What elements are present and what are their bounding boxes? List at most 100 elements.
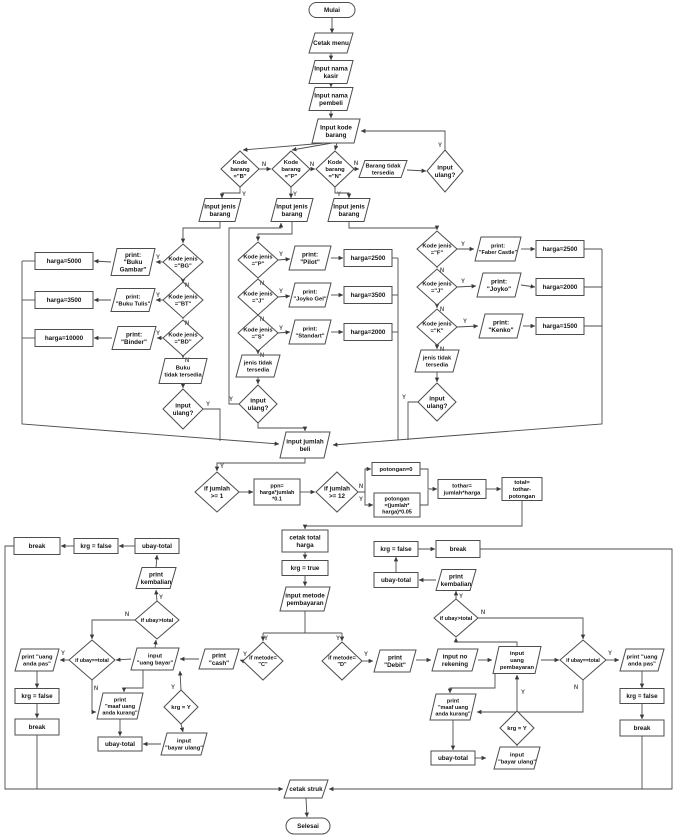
harga-3500-m-shape [343, 286, 393, 304]
cetak-menu-label: Cetak menu [313, 40, 349, 47]
krg-true-shape [281, 560, 329, 576]
print-cash-shape [198, 648, 240, 670]
kode-b-shape [220, 150, 260, 188]
flow-edge-16 [255, 222, 293, 242]
branch-label-y-23: Y [461, 279, 465, 285]
harga-3500-shape [34, 291, 94, 309]
branch-label-y-11: Y [156, 331, 160, 337]
harga-1500-r-label: harga=1500 [543, 323, 578, 330]
break-tl-shape [13, 537, 61, 555]
print-joyko: print:"Joyko" [476, 272, 522, 298]
print-joyko-gel: print:"Joyko Gel" [288, 282, 332, 308]
input-uang-bayar-label: input"uang bayar" [137, 654, 174, 667]
kj-f-label: Kode jenis="F" [422, 244, 451, 257]
print-buku-gambar-shape [110, 248, 156, 276]
input-no-rekening-shape [431, 648, 479, 672]
flow-edge-15 [180, 222, 221, 244]
ubay-total-br-label: ubay-total [438, 755, 468, 762]
kj-j1: Kode jenis="J" [237, 278, 279, 316]
input-metode-shape [279, 586, 331, 612]
input-bayar-ulang-l: input"bayar ulang" [160, 732, 208, 756]
branch-label-y-9: Y [156, 293, 160, 299]
flow-edge-19 [93, 259, 112, 264]
if-ubay-eq-r-shape [559, 639, 607, 681]
flow-edge-81 [153, 639, 158, 649]
branch-label-y-42: Y [608, 651, 612, 657]
flow-edge-120 [304, 797, 310, 818]
kj-s-label: Kode jenis="S" [243, 328, 272, 341]
potongan-5-label: potongan=(jumlah*harga)*0.05 [382, 496, 412, 515]
krg-false-bl-shape [14, 688, 60, 704]
flow-edge-61 [332, 249, 603, 447]
print-pilot-shape [288, 245, 332, 271]
input-bayar-ulang-r-label: input"bayar ulang" [498, 753, 536, 766]
print-kenko-shape [478, 313, 524, 339]
print-kembalian-l-shape [135, 567, 177, 589]
connector-edges [4, 17, 673, 818]
harga-2500-r-shape [535, 240, 585, 258]
harga-10000: harga=10000 [34, 329, 94, 347]
branch-label-n-43: N [574, 685, 578, 691]
print-debit-shape [373, 649, 417, 673]
branch-label-y-4: Y [293, 192, 297, 198]
tothar-shape [437, 479, 487, 499]
krg-y-r-shape [499, 710, 535, 746]
kj-bt: Kode jenis="BT" [162, 281, 204, 319]
branch-label-n-19: N [260, 353, 264, 359]
ubay-total-tl: ubay-total [134, 538, 180, 554]
branch-label-y-32: Y [336, 636, 340, 642]
print-pilot-label: print:"Pilot" [300, 252, 320, 266]
branch-label-n-17: N [260, 317, 264, 323]
if-metode-c: if metode="C" [242, 641, 284, 681]
kj-j2: Kode jenis="J" [416, 268, 458, 306]
krg-false-br-shape [619, 688, 665, 704]
print-pas-l-shape [14, 648, 60, 672]
flow-edge-11 [360, 128, 446, 150]
break-tr-shape [435, 540, 481, 558]
print-faber: print:"Faber Castle" [474, 236, 522, 262]
break-bl-shape [14, 718, 60, 736]
input-bayar-ulang-l-shape [160, 732, 208, 756]
ubay-total-bl: ubay-total [97, 736, 143, 752]
ppn-label: ppn=harga*jumlah*0.1 [260, 483, 295, 502]
tothar-label: tothar=jumlah*harga [443, 484, 481, 497]
flow-edge-82 [154, 589, 159, 602]
ppn: ppn=harga*jumlah*0.1 [253, 478, 301, 506]
kj-f-shape [416, 230, 458, 268]
input-ulang-top-shape [426, 149, 464, 193]
flow-edge-108 [478, 617, 586, 640]
ubay-total-br: ubay-total [430, 750, 476, 766]
krg-false-tr: krg = false [373, 541, 419, 557]
print-standart-label: print:"Standart" [295, 327, 324, 340]
flow-edge-6 [334, 142, 339, 151]
cetak-menu-shape [308, 32, 354, 54]
if-ubay-eq-l: if ubay==total [68, 639, 116, 681]
input-jenis-r-shape [327, 198, 371, 222]
print-buku-tulis-shape [110, 288, 156, 312]
print-maaf-l-shape [96, 692, 144, 720]
break-tr: break [435, 540, 481, 558]
branch-label-n-24: N [440, 307, 444, 313]
krg-false-bl-label: krg = false [21, 693, 53, 700]
print-binder-shape [111, 326, 157, 350]
break-br-shape [619, 719, 665, 737]
branch-label-y-6: Y [438, 143, 442, 149]
input-jumlah-beli-shape [279, 431, 331, 459]
branch-label-n-2: N [354, 161, 358, 167]
branch-label-y-25: Y [463, 319, 467, 325]
flow-edge-87 [89, 619, 135, 640]
